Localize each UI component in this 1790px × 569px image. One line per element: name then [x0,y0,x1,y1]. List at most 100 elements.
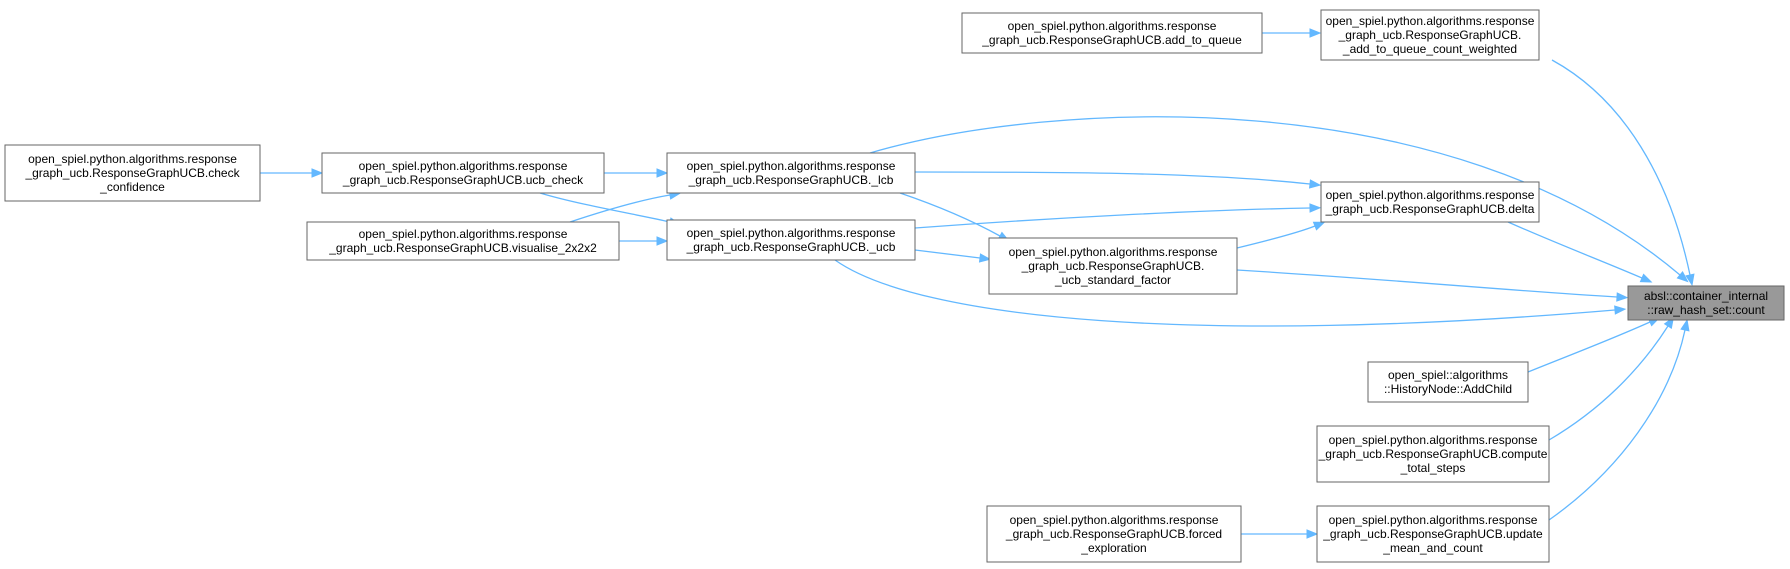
node-delta[interactable]: open_spiel.python.algorithms.response_gr… [1320,181,1540,223]
edge-line [1507,221,1643,279]
edge-arrowhead [656,236,669,246]
edge-arrowhead [1685,273,1695,287]
edge-arrowhead [656,168,669,178]
edges-layer [260,28,1695,539]
edge-ucb_check-to-lcb [604,168,669,178]
edge-line [1548,325,1669,441]
node-label-line: _graph_ucb.ResponseGraphUCB.visualise_2x… [328,241,597,255]
node-label-line: open_spiel.python.algorithms.response [687,159,896,173]
node-label-line: open_spiel.python.algorithms.response [1329,513,1538,527]
edge-delta-to-count [1507,221,1653,283]
node-box [1316,505,1550,563]
node-label-line: open_spiel.python.algorithms.response [1326,14,1535,28]
edge-line [1551,59,1691,276]
node-box [321,152,605,194]
edge-lcb-to-delta [914,171,1322,189]
edge-line [1548,329,1686,521]
edge-ucb_std-to-delta [1236,221,1326,249]
node-update_mean[interactable]: open_spiel.python.algorithms.response_gr… [1316,505,1550,563]
node-ucb[interactable]: open_spiel.python.algorithms.response_gr… [666,219,916,261]
node-label-line: _graph_ucb.ResponseGraphUCB.compute [1318,447,1548,461]
node-label-line: open_spiel.python.algorithms.response [1329,433,1538,447]
edge-line [1527,321,1651,373]
edge-arrowhead [311,168,324,178]
node-box [988,237,1238,295]
node-box [961,12,1263,54]
node-compute_total[interactable]: open_spiel.python.algorithms.response_gr… [1316,425,1550,483]
edge-line [914,171,1311,185]
edge-arrowhead [1306,529,1319,539]
node-label-line: open_spiel.python.algorithms.response [359,227,568,241]
node-label-line: _graph_ucb.ResponseGraphUCB.update [1322,527,1543,541]
node-label-line: open_spiel.python.algorithms.response [1326,188,1535,202]
node-label-line: _total_steps [1400,461,1466,475]
node-box [1367,361,1529,403]
node-box [666,219,916,261]
edge-add_queue-to-add_queue_w [1262,28,1322,38]
node-label-line: _graph_ucb.ResponseGraphUCB._lcb [688,173,894,187]
node-box [1627,285,1785,321]
node-box [1320,9,1540,61]
edge-line [899,192,1001,237]
node-box [1320,181,1540,223]
node-ucb_check[interactable]: open_spiel.python.algorithms.response_gr… [321,152,605,194]
node-label-line: _graph_ucb.ResponseGraphUCB.forced [1005,527,1222,541]
edge-arrowhead [1614,305,1627,315]
edge-line [914,249,981,259]
edge-ucb-to-ucb_std [914,249,992,263]
node-box [4,144,261,202]
node-label-line: _graph_ucb.ResponseGraphUCB.ucb_check [342,173,584,187]
edge-line [834,259,1616,327]
edge-arrowhead [1308,179,1322,189]
node-count[interactable]: absl::container_internal::raw_hash_set::… [1627,285,1785,321]
node-label-line: _add_to_queue_count_weighted [1342,42,1517,56]
node-add_queue[interactable]: open_spiel.python.algorithms.response_gr… [961,12,1263,54]
node-label-line: open_spiel.python.algorithms.response [1010,513,1219,527]
edge-arrowhead [1676,271,1689,283]
edge-arrowhead [1616,292,1629,302]
node-label-line: _graph_ucb.ResponseGraphUCB.check [24,166,240,180]
node-label-line: _ucb_standard_factor [1054,273,1171,287]
node-label-line: _mean_and_count [1382,541,1483,555]
node-label-line: _graph_ucb.ResponseGraphUCB. [1021,259,1205,273]
node-label-line: _graph_ucb.ResponseGraphUCB.delta [1325,202,1535,216]
edge-ucb_std-to-count [1236,269,1629,302]
edge-lcb-to-count [869,116,1689,283]
node-box [666,152,916,194]
node-addchild[interactable]: open_spiel::algorithms::HistoryNode::Add… [1367,361,1529,403]
edge-visualise-to-ucb [619,236,669,246]
edge-visualise-to-lcb [569,190,682,223]
edge-arrowhead [1309,28,1322,38]
node-check_conf[interactable]: open_spiel.python.algorithms.response_gr… [4,144,261,202]
node-label-line: _graph_ucb.ResponseGraphUCB.add_to_queue [981,33,1242,47]
node-visualise[interactable]: open_spiel.python.algorithms.response_gr… [306,221,620,261]
edge-arrowhead [1680,318,1690,332]
node-label-line: open_spiel.python.algorithms.response [1008,19,1217,33]
node-label-line: _graph_ucb.ResponseGraphUCB. [1338,28,1522,42]
edge-line [1236,269,1618,298]
node-lcb[interactable]: open_spiel.python.algorithms.response_gr… [666,152,916,194]
node-label-line: open_spiel.python.algorithms.response [359,159,568,173]
node-label-line: open_spiel.python.algorithms.response [28,152,237,166]
node-box [986,505,1242,563]
node-add_queue_w[interactable]: open_spiel.python.algorithms.response_gr… [1320,9,1540,61]
node-label-line: _graph_ucb.ResponseGraphUCB._ucb [686,240,896,254]
node-label-line: ::raw_hash_set::count [1647,303,1765,317]
edge-arrowhead [978,253,992,263]
node-label-line: open_spiel.python.algorithms.response [1009,245,1218,259]
edge-line [569,194,671,223]
node-box [1316,425,1550,483]
edge-line [1236,225,1316,249]
edge-arrowhead [1312,221,1326,231]
nodes-layer: absl::container_internal::raw_hash_set::… [4,9,1785,563]
node-ucb_std[interactable]: open_spiel.python.algorithms.response_gr… [988,237,1238,295]
node-forced_expl[interactable]: open_spiel.python.algorithms.response_gr… [986,505,1242,563]
node-label-line: open_spiel.python.algorithms.response [687,226,896,240]
edge-add_queue_w-to-count [1551,59,1695,287]
edge-arrowhead [1309,203,1322,213]
edge-ucb-to-delta [914,203,1322,229]
edge-lcb-to-ucb_std [899,192,1010,242]
edge-forced_expl-to-update_mean [1241,529,1319,539]
node-label-line: _confidence [99,180,165,194]
